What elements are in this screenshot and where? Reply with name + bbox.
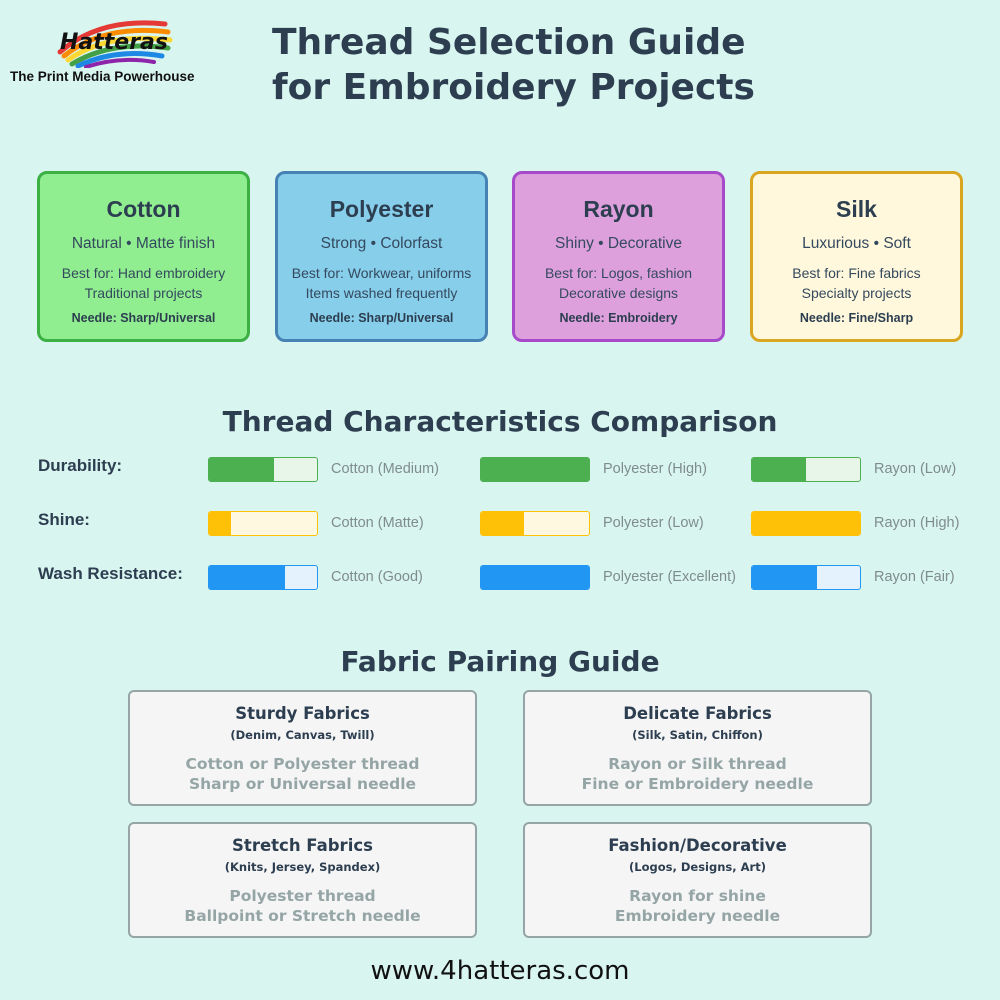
thread-best-for-line-1: Best for: Logos, fashion — [544, 265, 693, 281]
fabric-card-decorative: Fashion/Decorative (Logos, Designs, Art)… — [523, 822, 872, 938]
thread-properties: Strong • Colorfast — [320, 235, 443, 252]
fabric-name: Sturdy Fabrics — [235, 704, 370, 723]
level-bar-label: Rayon (Low) — [874, 461, 957, 477]
thread-best-for-line-2: Traditional projects — [84, 285, 203, 301]
level-bar-label: Polyester (High) — [603, 461, 707, 477]
level-bar-label: Rayon (Fair) — [874, 569, 955, 585]
brand-logo: Hatteras The Print Media Powerhouse — [10, 12, 210, 87]
thread-card-polyester: Polyester Strong • Colorfast Best for: W… — [275, 171, 488, 342]
fabric-needle: Sharp or Universal needle — [188, 775, 417, 793]
level-bar-fill — [209, 458, 274, 481]
thread-name: Silk — [836, 196, 877, 222]
fabric-needle: Embroidery needle — [614, 907, 781, 925]
thread-needle: Needle: Sharp/Universal — [309, 311, 454, 325]
comparison-row-label: Wash Resistance: — [38, 564, 183, 583]
thread-needle: Needle: Sharp/Universal — [71, 311, 216, 325]
fabric-card-sturdy: Sturdy Fabrics (Denim, Canvas, Twill) Co… — [128, 690, 477, 806]
fabric-examples: (Denim, Canvas, Twill) — [230, 728, 375, 742]
thread-name: Rayon — [583, 196, 654, 222]
thread-card-cotton: Cotton Natural • Matte finish Best for: … — [37, 171, 250, 342]
fabric-thread: Polyester thread — [229, 887, 376, 905]
thread-properties: Shiny • Decorative — [555, 235, 682, 252]
thread-needle: Needle: Fine/Sharp — [799, 311, 914, 325]
thread-best-for-line-1: Best for: Fine fabrics — [792, 265, 921, 281]
level-bar-fill — [481, 512, 525, 535]
comparison-row-label: Durability: — [38, 456, 123, 475]
fabric-name: Delicate Fabrics — [623, 704, 772, 723]
page-title-line-1: Thread Selection Guide — [272, 22, 746, 63]
level-bar-label: Rayon (High) — [874, 515, 960, 531]
thread-best-for-line-1: Best for: Hand embroidery — [61, 265, 226, 281]
fabric-thread: Cotton or Polyester thread — [185, 755, 420, 773]
fabric-needle: Ballpoint or Stretch needle — [184, 907, 421, 925]
thread-name: Polyester — [329, 196, 434, 222]
level-bar — [208, 565, 318, 590]
logo-wordmark: Hatteras — [60, 30, 169, 55]
level-bar-label: Polyester (Excellent) — [603, 569, 736, 585]
level-bar — [480, 511, 590, 536]
fabric-guide-title: Fabric Pairing Guide — [340, 645, 660, 678]
thread-card-rayon: Rayon Shiny • Decorative Best for: Logos… — [512, 171, 725, 342]
logo-tagline: The Print Media Powerhouse — [10, 69, 195, 84]
level-bar — [751, 565, 861, 590]
level-bar-label: Polyester (Low) — [603, 515, 704, 531]
thread-best-for-line-2: Decorative designs — [558, 285, 679, 301]
website-url: www.4hatteras.com — [370, 956, 630, 986]
rainbow-swoosh-icon — [57, 20, 173, 68]
level-bar — [480, 565, 590, 590]
page-title: Thread Selection Guide for Embroidery Pr… — [272, 20, 832, 110]
thread-best-for: Best for: Fine fabrics Specialty project… — [753, 263, 960, 303]
thread-best-for: Best for: Workwear, uniforms Items washe… — [278, 263, 485, 303]
level-bar-label: Cotton (Medium) — [331, 461, 439, 477]
fabric-card-stretch: Stretch Fabrics (Knits, Jersey, Spandex)… — [128, 822, 477, 938]
level-bar-fill — [752, 512, 860, 535]
level-bar — [751, 457, 861, 482]
fabric-examples: (Silk, Satin, Chiffon) — [632, 728, 763, 742]
level-bar-fill — [481, 458, 589, 481]
thread-best-for: Best for: Hand embroidery Traditional pr… — [40, 263, 247, 303]
level-bar-label: Cotton (Good) — [331, 569, 423, 585]
level-bar — [208, 511, 318, 536]
thread-properties: Natural • Matte finish — [71, 235, 216, 252]
page-title-line-2: for Embroidery Projects — [272, 67, 755, 108]
comparison-row-label: Shine: — [38, 510, 90, 529]
thread-best-for-line-2: Specialty projects — [801, 285, 912, 301]
fabric-thread: Rayon or Silk thread — [608, 755, 787, 773]
fabric-card-delicate: Delicate Fabrics (Silk, Satin, Chiffon) … — [523, 690, 872, 806]
fabric-thread: Rayon for shine — [629, 887, 766, 905]
level-bar-fill — [209, 566, 285, 589]
level-bar-label: Cotton (Matte) — [331, 515, 424, 531]
level-bar — [208, 457, 318, 482]
level-bar-fill — [481, 566, 589, 589]
fabric-name: Fashion/Decorative — [608, 836, 787, 855]
level-bar-fill — [752, 458, 806, 481]
fabric-examples: (Logos, Designs, Art) — [629, 860, 766, 874]
fabric-needle: Fine or Embroidery needle — [581, 775, 814, 793]
level-bar-fill — [752, 566, 817, 589]
thread-card-silk: Silk Luxurious • Soft Best for: Fine fab… — [750, 171, 963, 342]
comparison-title: Thread Characteristics Comparison — [222, 405, 778, 438]
thread-best-for-line-1: Best for: Workwear, uniforms — [291, 265, 472, 281]
thread-best-for-line-2: Items washed frequently — [305, 285, 458, 301]
thread-best-for: Best for: Logos, fashion Decorative desi… — [515, 263, 722, 303]
level-bar — [480, 457, 590, 482]
fabric-name: Stretch Fabrics — [232, 836, 373, 855]
thread-name: Cotton — [106, 196, 181, 222]
level-bar-fill — [209, 512, 231, 535]
fabric-examples: (Knits, Jersey, Spandex) — [224, 860, 381, 874]
level-bar — [751, 511, 861, 536]
thread-properties: Luxurious • Soft — [802, 235, 911, 252]
thread-needle: Needle: Embroidery — [559, 311, 678, 325]
